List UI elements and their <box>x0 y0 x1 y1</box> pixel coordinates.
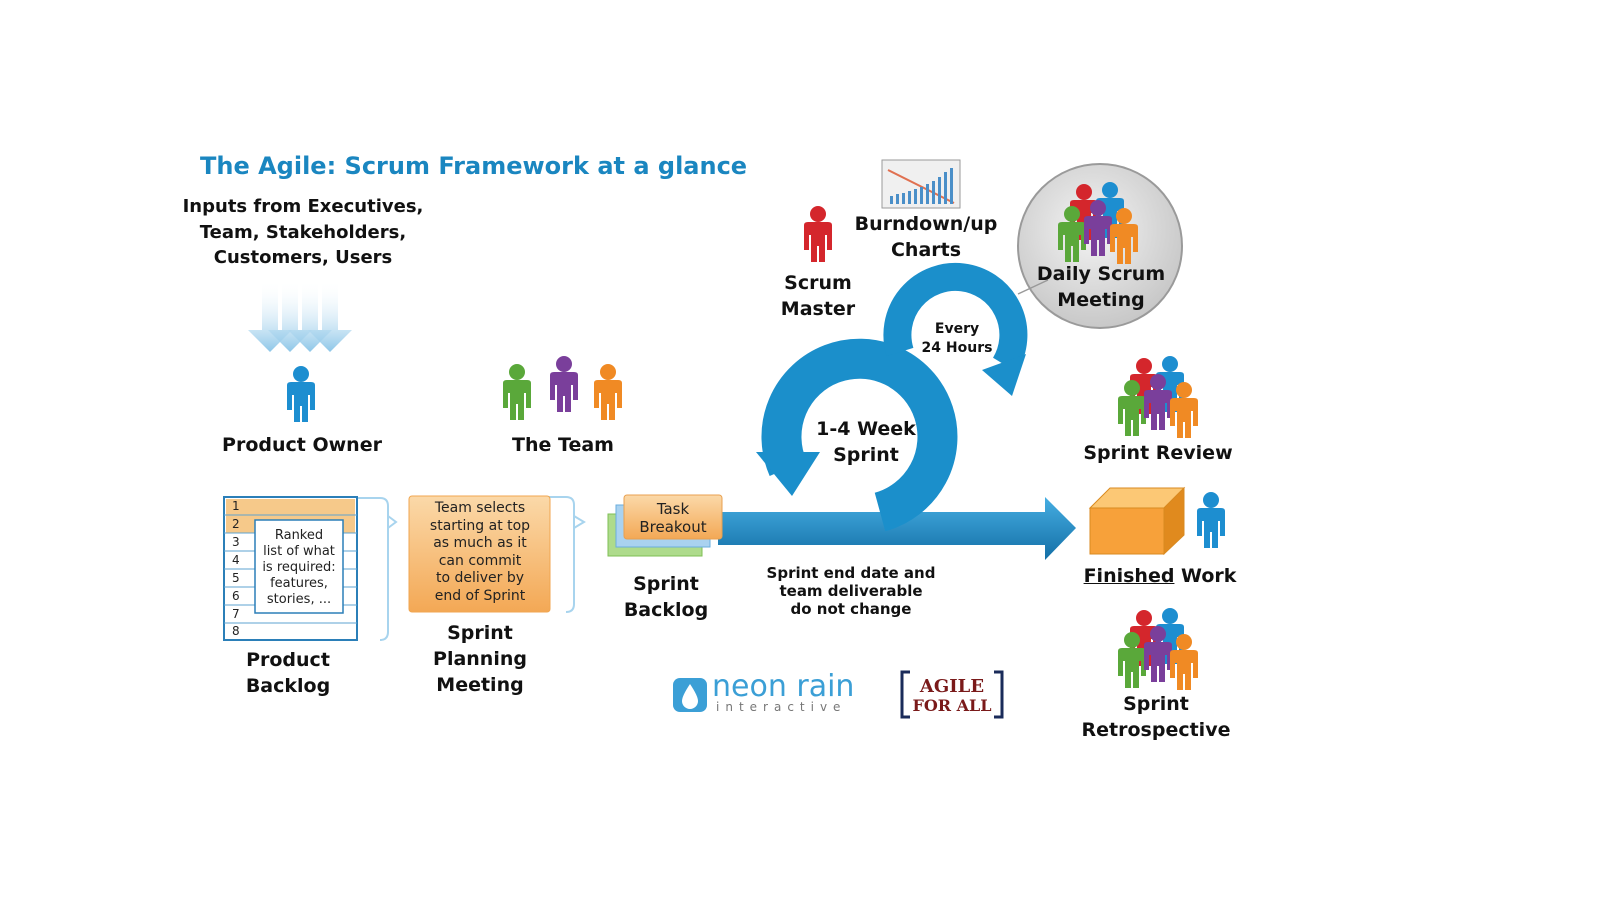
team-label: The Team <box>512 434 614 456</box>
sprint-retrospective-label: Sprint Retrospective <box>1078 691 1234 743</box>
sprint-loop-arrowhead <box>756 452 820 496</box>
sprint-backlog-line-2: Backlog <box>623 599 709 621</box>
backlog-note-line: is required: <box>262 560 336 575</box>
sprint-planning-line-1: Sprint <box>447 622 513 644</box>
backlog-note: Ranked list of what is required: feature… <box>256 528 342 608</box>
sprint-retrospective-group-icon <box>1118 608 1198 690</box>
product-backlog-line-1: Product <box>246 649 330 671</box>
sprint-end-line-2: team deliverable <box>779 582 923 600</box>
finished-work-person-icon <box>1197 492 1225 548</box>
planning-note-line: Team selects <box>434 500 526 516</box>
planning-note-line: can commit <box>438 552 522 569</box>
backlog-row-number: 5 <box>232 571 240 585</box>
neon-rain-logo-text: neon rain <box>712 669 855 704</box>
sprint-arrow <box>718 497 1076 560</box>
daily-loop-arrowhead <box>982 354 1026 396</box>
scrum-master-label: Scrum Master <box>768 270 868 322</box>
finished-work-box-icon <box>1088 486 1186 556</box>
backlog-row-number: 1 <box>232 499 240 513</box>
work-word: Work <box>1174 565 1237 587</box>
backlog-row-number: 2 <box>232 517 240 531</box>
sprint-cycle-line-2: Sprint <box>833 444 899 466</box>
backlog-row-number: 4 <box>232 553 240 567</box>
agile-for-all-text-1: AGILE <box>919 676 985 697</box>
every-24-line-1: Every <box>934 321 980 337</box>
sprint-planning-line-2: Planning <box>433 648 527 670</box>
planning-note-line: as much as it <box>433 535 527 551</box>
inputs-line-1: Inputs from Executives, <box>182 196 424 217</box>
planning-note: Team selects starting at top as much as … <box>411 500 549 605</box>
sprint-end-line-1: Sprint end date and <box>766 564 936 582</box>
planning-note-line: to deliver by <box>435 570 525 586</box>
daily-scrum-connector <box>1017 279 1049 295</box>
agile-for-all-logo-icon <box>900 670 1004 719</box>
backlog-note-line: list of what <box>263 544 335 559</box>
sprint-backlog-label: Sprint Backlog <box>610 571 722 623</box>
sprint-backlog-cards <box>607 494 723 557</box>
product-backlog-stack <box>223 496 398 641</box>
sprint-planning-line-3: Meeting <box>436 674 524 696</box>
planning-note-line: starting at top <box>429 517 531 534</box>
task-breakout-line-2: Breakout <box>639 518 707 536</box>
sprint-planning-box <box>408 495 586 613</box>
neon-rain-sub-text: interactive <box>716 700 847 714</box>
neon-rain-logo-icon <box>673 678 707 712</box>
burndown-chart-icon <box>881 159 961 209</box>
daily-scrum-line-2: Meeting <box>1057 289 1145 311</box>
scrum-master-line-1: Scrum <box>784 272 852 294</box>
product-backlog-label: Product Backlog <box>228 647 348 699</box>
daily-scrum-label: Daily Scrum Meeting <box>1030 261 1172 313</box>
agile-for-all-text-2: FOR ALL <box>912 696 992 715</box>
retrospective-line-1: Sprint <box>1123 693 1189 715</box>
sprint-cycle-line-1: 1-4 Week <box>816 418 916 440</box>
daily-loop-arrow <box>883 262 1028 373</box>
finished-word: Finished <box>1083 565 1175 587</box>
task-breakout-line-1: Task <box>656 500 690 518</box>
planning-note-line: end of Sprint <box>434 587 526 604</box>
daily-scrum-line-1: Daily Scrum <box>1036 263 1166 285</box>
product-owner-label: Product Owner <box>222 434 382 456</box>
sprint-review-group-icon <box>1118 356 1198 438</box>
sprint-end-note: Sprint end date and team deliverable do … <box>762 564 940 618</box>
page-title: The Agile: Scrum Framework at a glance <box>200 152 748 180</box>
inputs-arrow-icon <box>248 280 352 352</box>
sprint-cycle-label: 1-4 Week Sprint <box>808 416 924 468</box>
scrum-master-line-2: Master <box>780 298 856 320</box>
sprint-planning-label: Sprint Planning Meeting <box>418 620 542 698</box>
product-owner-icon <box>287 366 315 422</box>
product-backlog-line-2: Backlog <box>245 675 331 697</box>
sprint-review-label: Sprint Review <box>1083 442 1233 464</box>
sprint-backlog-line-1: Sprint <box>633 573 699 595</box>
finished-work-label: Finished Work <box>1080 563 1240 589</box>
backlog-row-number: 7 <box>232 607 240 621</box>
every-24-line-2: 24 Hours <box>921 340 993 356</box>
backlog-note-line: Ranked <box>274 528 324 543</box>
backlog-row-number: 3 <box>232 535 240 549</box>
scrum-master-icon <box>804 206 832 262</box>
inputs-line-3: Customers, Users <box>213 247 393 268</box>
burndown-line-1: Burndown/up <box>854 213 998 235</box>
every-24-hours-label: Every 24 Hours <box>912 320 1002 358</box>
inputs-line-2: Team, Stakeholders, <box>199 221 407 243</box>
inputs-label: Inputs from Executives, Team, Stakeholde… <box>180 194 426 271</box>
burndown-label: Burndown/up Charts <box>852 211 1000 263</box>
backlog-row-number: 6 <box>232 589 240 603</box>
sprint-loop-arrow <box>761 338 958 532</box>
sprint-end-line-3: do not change <box>790 600 912 618</box>
backlog-row-number: 8 <box>232 624 240 638</box>
backlog-note-line: features, <box>270 576 328 591</box>
task-breakout-label: Task Breakout <box>626 500 720 536</box>
retrospective-line-2: Retrospective <box>1081 719 1231 741</box>
team-icon <box>503 356 622 420</box>
backlog-note-line: stories, ... <box>266 592 332 607</box>
burndown-line-2: Charts <box>890 239 962 261</box>
